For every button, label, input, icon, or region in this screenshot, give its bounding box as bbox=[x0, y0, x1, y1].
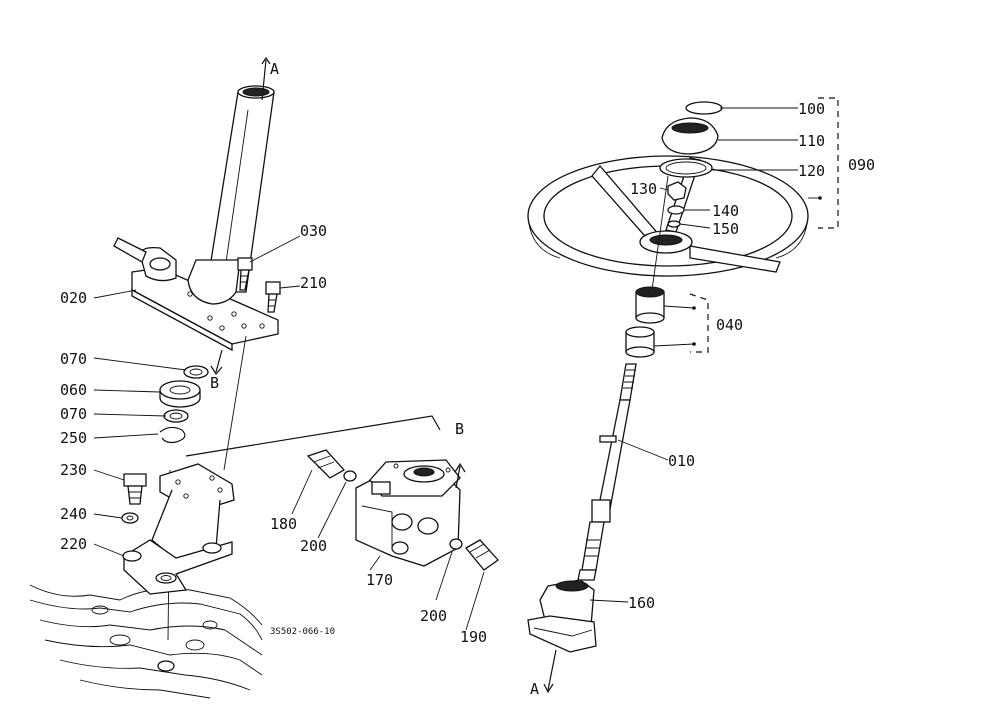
arrow-a-top bbox=[261, 56, 271, 101]
label-130: 130 bbox=[630, 180, 657, 198]
label-210: 210 bbox=[300, 274, 327, 292]
label-150: 150 bbox=[712, 220, 739, 238]
center-line-to-valve bbox=[185, 415, 441, 457]
o-ring-200-left bbox=[343, 470, 357, 482]
ring-120 bbox=[659, 158, 713, 178]
label-140: 140 bbox=[712, 202, 739, 220]
arrow-b-right bbox=[454, 462, 466, 489]
label-200-right: 200 bbox=[420, 607, 447, 625]
frame-mount-hole bbox=[157, 660, 175, 672]
shaft-axis bbox=[651, 175, 669, 291]
ref-b-right: B bbox=[455, 420, 464, 438]
label-100: 100 bbox=[798, 100, 825, 118]
label-070-upper: 070 bbox=[60, 350, 87, 368]
label-180: 180 bbox=[270, 515, 297, 533]
arrow-a-bottom bbox=[543, 649, 557, 694]
washer-070-lower bbox=[163, 409, 189, 423]
hose-fitting-180 bbox=[306, 449, 346, 479]
washer-240 bbox=[121, 512, 139, 524]
bolt-030 bbox=[237, 257, 253, 291]
label-220: 220 bbox=[60, 535, 87, 553]
label-090: 090 bbox=[848, 156, 875, 174]
power-steering-unit-170 bbox=[355, 459, 461, 567]
label-040: 040 bbox=[716, 316, 743, 334]
label-120: 120 bbox=[798, 162, 825, 180]
label-160: 160 bbox=[628, 594, 655, 612]
hose-fitting-190 bbox=[465, 539, 499, 571]
bushing-040-upper bbox=[635, 286, 665, 324]
drawing-code: 3S502-066-10 bbox=[270, 627, 335, 637]
ref-b-left: B bbox=[210, 374, 219, 392]
label-010: 010 bbox=[668, 452, 695, 470]
support-bracket-220 bbox=[122, 463, 235, 595]
bolt-230 bbox=[123, 473, 147, 505]
washer-150 bbox=[667, 220, 681, 228]
label-250: 250 bbox=[60, 429, 87, 447]
label-190: 190 bbox=[460, 628, 487, 646]
center-line-post bbox=[223, 335, 247, 471]
leader-dot bbox=[818, 196, 822, 200]
column-cover-160 bbox=[527, 579, 597, 653]
horn-button-110 bbox=[661, 117, 719, 155]
label-030: 030 bbox=[300, 222, 327, 240]
group-bracket-040 bbox=[689, 293, 709, 353]
leader-dot bbox=[692, 306, 696, 310]
label-230: 230 bbox=[60, 461, 87, 479]
snap-ring-250 bbox=[159, 426, 186, 444]
tractor-frame-outline bbox=[29, 584, 263, 699]
ref-a-bottom: A bbox=[530, 680, 539, 698]
steering-bracket-plate bbox=[113, 237, 279, 352]
label-240: 240 bbox=[60, 505, 87, 523]
label-070-lower: 070 bbox=[60, 405, 87, 423]
label-020: 020 bbox=[60, 289, 87, 307]
washer-140 bbox=[667, 205, 685, 215]
group-bracket-090 bbox=[818, 97, 839, 229]
label-170: 170 bbox=[366, 571, 393, 589]
leader-dot bbox=[692, 342, 696, 346]
bushing-040-lower bbox=[625, 326, 655, 358]
bearing-060 bbox=[159, 380, 201, 408]
bolt-210 bbox=[265, 281, 281, 313]
label-060: 060 bbox=[60, 381, 87, 399]
nut-130 bbox=[667, 181, 687, 201]
arrow-b-left bbox=[210, 349, 223, 376]
cap-100 bbox=[685, 101, 723, 115]
ref-a-top: A bbox=[270, 60, 279, 78]
washer-070-upper bbox=[183, 365, 209, 379]
steering-post-tube bbox=[205, 85, 275, 293]
label-200-left: 200 bbox=[300, 537, 327, 555]
label-110: 110 bbox=[798, 132, 825, 150]
steering-shaft-010 bbox=[577, 363, 637, 581]
leader-lines bbox=[93, 107, 820, 631]
o-ring-200-right bbox=[449, 538, 463, 550]
